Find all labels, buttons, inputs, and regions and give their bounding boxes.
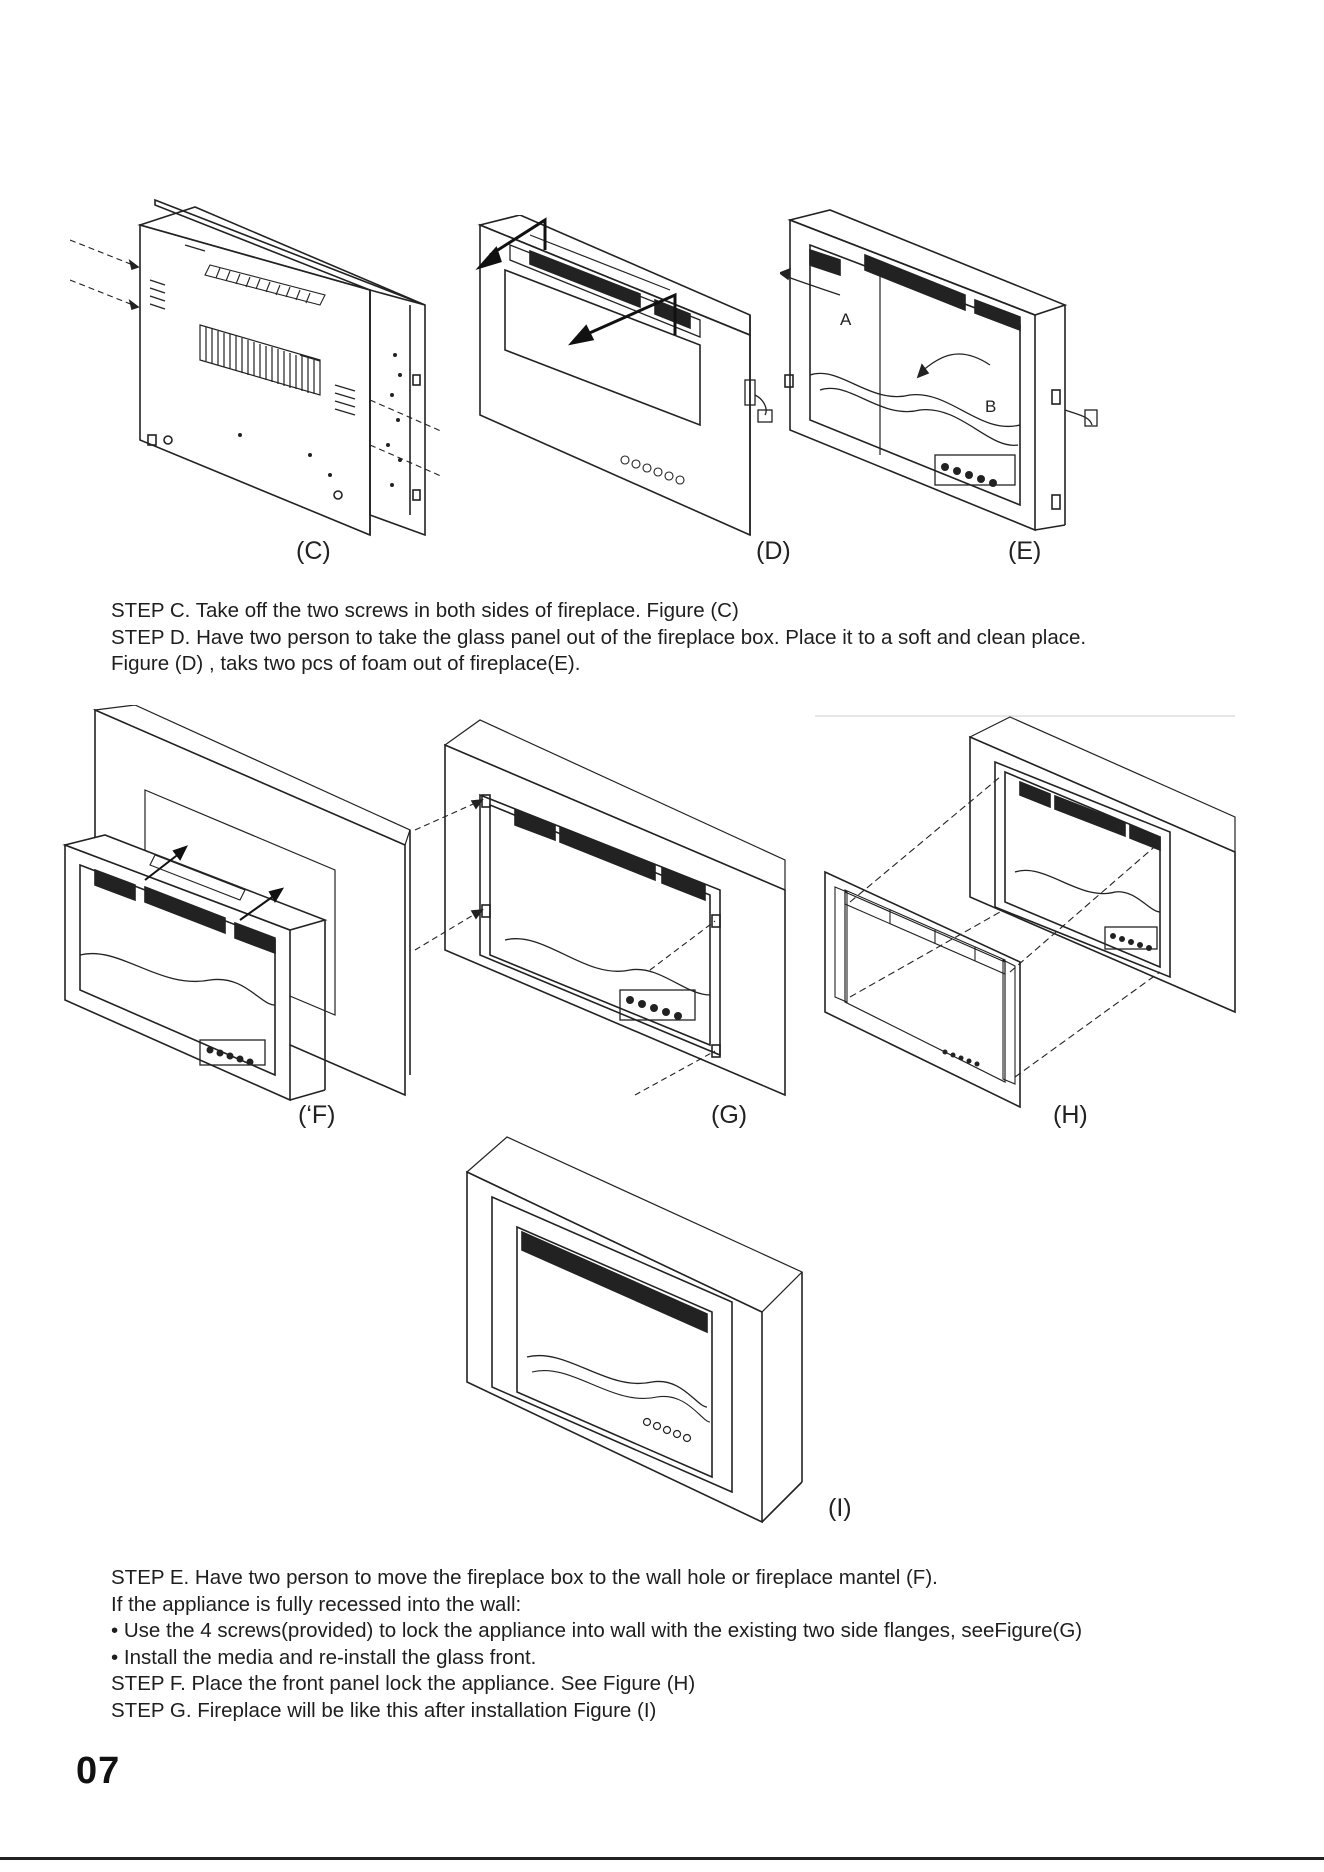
figure-h-caption: (H) [1053, 1101, 1088, 1129]
figure-g-caption: (G) [711, 1101, 748, 1129]
figure-e-caption: (E) [1008, 537, 1042, 565]
bottom-rule [0, 1857, 1324, 1860]
figure-i-finished-installation [462, 1132, 807, 1527]
instruction-step-e: STEP E. Have two person to move the fire… [111, 1566, 938, 1589]
instruction-bullet-screws: • Use the 4 screws(provided) to lock the… [111, 1619, 1083, 1642]
figure-c-caption: (C) [296, 537, 331, 565]
figure-g-screws-into-wall [410, 715, 795, 1100]
figure-f-caption: (‘F) [298, 1101, 336, 1129]
figure-d-glass-panel [450, 215, 780, 545]
instructions-bottom: STEP E. Have two person to move the fire… [111, 1565, 1082, 1724]
instruction-recessed-condition: If the appliance is fully recessed into … [111, 1592, 522, 1616]
figure-h-front-panel [815, 712, 1240, 1112]
instruction-bullet-media: • Install the media and re-install the g… [111, 1645, 537, 1669]
figure-e-foam-removal: A B [780, 205, 1100, 540]
figure-f-move-to-wall [60, 705, 420, 1105]
figure-e-label-a: A [840, 310, 852, 329]
figure-e-label-b: B [985, 397, 996, 416]
instruction-step-g: STEP G. Fireplace will be like this afte… [111, 1698, 657, 1722]
figure-i-caption: (I) [828, 1494, 852, 1522]
instruction-step-f: STEP F. Place the front panel lock the a… [111, 1672, 696, 1695]
instruction-step-d: STEP D. Have two person to take the glas… [111, 625, 1087, 649]
page-number: 07 [76, 1750, 121, 1792]
instruction-step-c: STEP C. Take off the two screws in both … [111, 599, 739, 622]
instructions-top: STEP C. Take off the two screws in both … [111, 598, 1086, 678]
instruction-step-d-cont: Figure (D) , taks two pcs of foam out of… [111, 652, 581, 675]
figure-c-rear-view [70, 195, 440, 545]
figure-d-caption: (D) [756, 537, 791, 565]
